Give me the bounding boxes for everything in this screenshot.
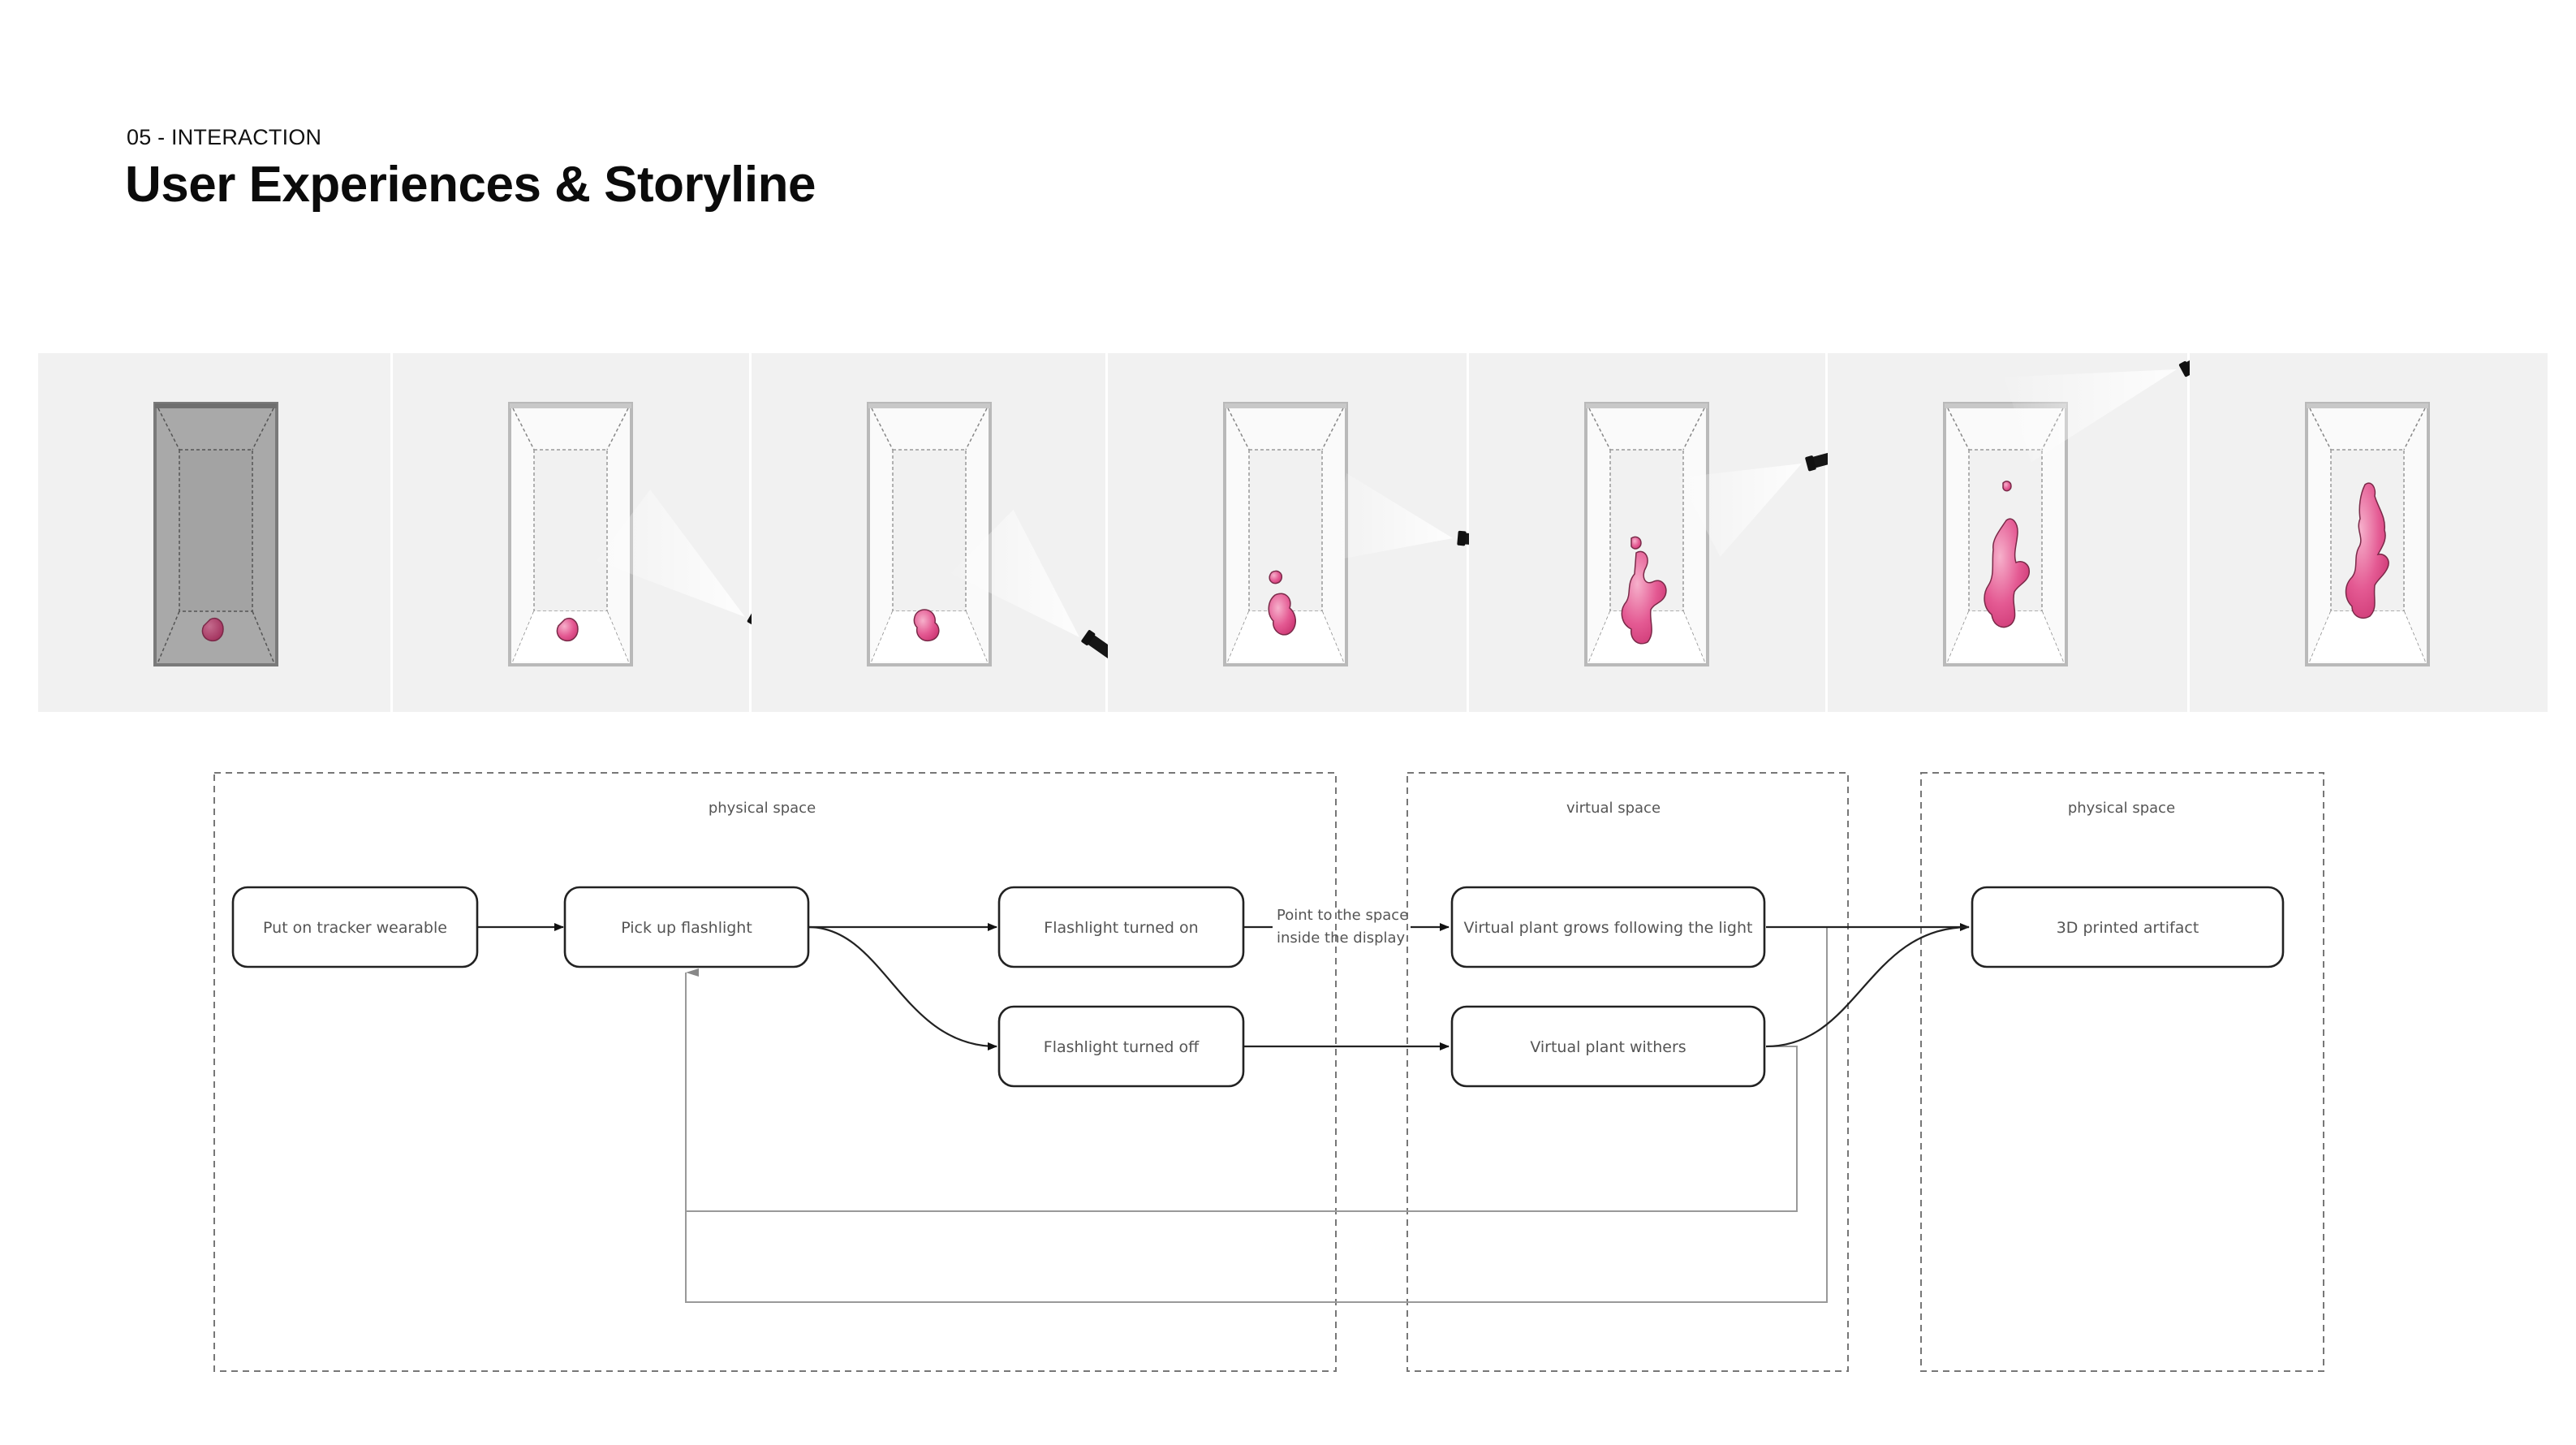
node-label: Flashlight turned on — [1044, 919, 1198, 937]
zone-virtual-space: virtual space — [1406, 772, 1849, 1372]
virtual-plant — [1268, 593, 1296, 636]
zone-label: virtual space — [1566, 800, 1661, 817]
virtual-plant — [1269, 570, 1283, 584]
virtual-plant — [201, 618, 224, 642]
node-label: Put on tracker wearable — [263, 919, 447, 937]
virtual-plant — [1630, 536, 1642, 550]
edge-withers-to-artifact — [1765, 925, 1970, 1048]
flow-connectors — [477, 923, 1970, 1050]
node-label: 3D printed artifact — [2057, 919, 2199, 937]
edge-label-line2: inside the display — [1277, 930, 1406, 947]
storyboard-panel — [2190, 353, 2548, 712]
virtual-plant — [1984, 518, 2030, 628]
node-plant-grows: Virtual plant grows following the light — [1450, 886, 1766, 968]
zone-label: physical space — [709, 800, 816, 817]
light-beam — [2004, 369, 2177, 463]
node-box — [997, 1005, 1245, 1088]
page-title: User Experiences & Storyline — [125, 157, 816, 213]
edge-label-line1: Point to the space — [1277, 907, 1408, 924]
loop-back-connectors — [685, 926, 1828, 1303]
virtual-plant — [2345, 482, 2389, 619]
edge-pickup-to-off — [808, 925, 997, 1050]
light-beam — [950, 509, 1079, 637]
storyboard-panel — [752, 353, 1128, 712]
light-beam — [1330, 472, 1453, 562]
storyboard-panel — [38, 353, 390, 712]
storyboard-strip — [38, 353, 2548, 712]
virtual-plant — [1621, 550, 1667, 645]
node-label: Virtual plant grows following the light — [1464, 919, 1753, 937]
node-label: Pick up flashlight — [621, 919, 752, 937]
node-box — [997, 886, 1245, 968]
storyboard-panel — [1108, 353, 1507, 712]
zone-label: physical space — [2068, 800, 2175, 817]
node-flashlight-off: Flashlight turned off — [997, 1005, 1245, 1088]
node-label: Virtual plant withers — [1530, 1038, 1686, 1056]
node-label: Flashlight turned off — [1044, 1038, 1200, 1056]
storyboard-panel — [1828, 353, 2228, 712]
node-box — [1450, 886, 1766, 968]
zone-physical-space-2: physical space — [1920, 772, 2324, 1372]
zone-physical-space-1: physical space — [213, 772, 1337, 1372]
node-box — [231, 886, 479, 968]
virtual-plant — [556, 618, 579, 642]
node-box — [1971, 886, 2285, 968]
node-pick-up-flashlight: Pick up flashlight — [563, 886, 810, 968]
node-printed-artifact: 3D printed artifact — [1971, 886, 2285, 968]
virtual-plant — [2002, 481, 2012, 492]
light-beam — [596, 490, 745, 617]
storyboard-panel — [393, 353, 795, 712]
virtual-plant — [913, 609, 940, 642]
section-label: 05 - INTERACTION — [127, 125, 322, 149]
node-plant-withers: Virtual plant withers — [1450, 1005, 1766, 1088]
node-box — [1450, 1005, 1766, 1088]
light-beam — [1678, 464, 1802, 557]
display-case — [153, 402, 278, 666]
storyboard-panel — [1469, 353, 1855, 712]
node-box — [563, 886, 810, 968]
edge-grows-to-pickup — [685, 926, 1828, 1303]
edge-withers-to-pickup — [685, 968, 1798, 1212]
node-flashlight-on: Flashlight turned on — [997, 886, 1245, 968]
node-put-on-tracker: Put on tracker wearable — [231, 886, 479, 968]
